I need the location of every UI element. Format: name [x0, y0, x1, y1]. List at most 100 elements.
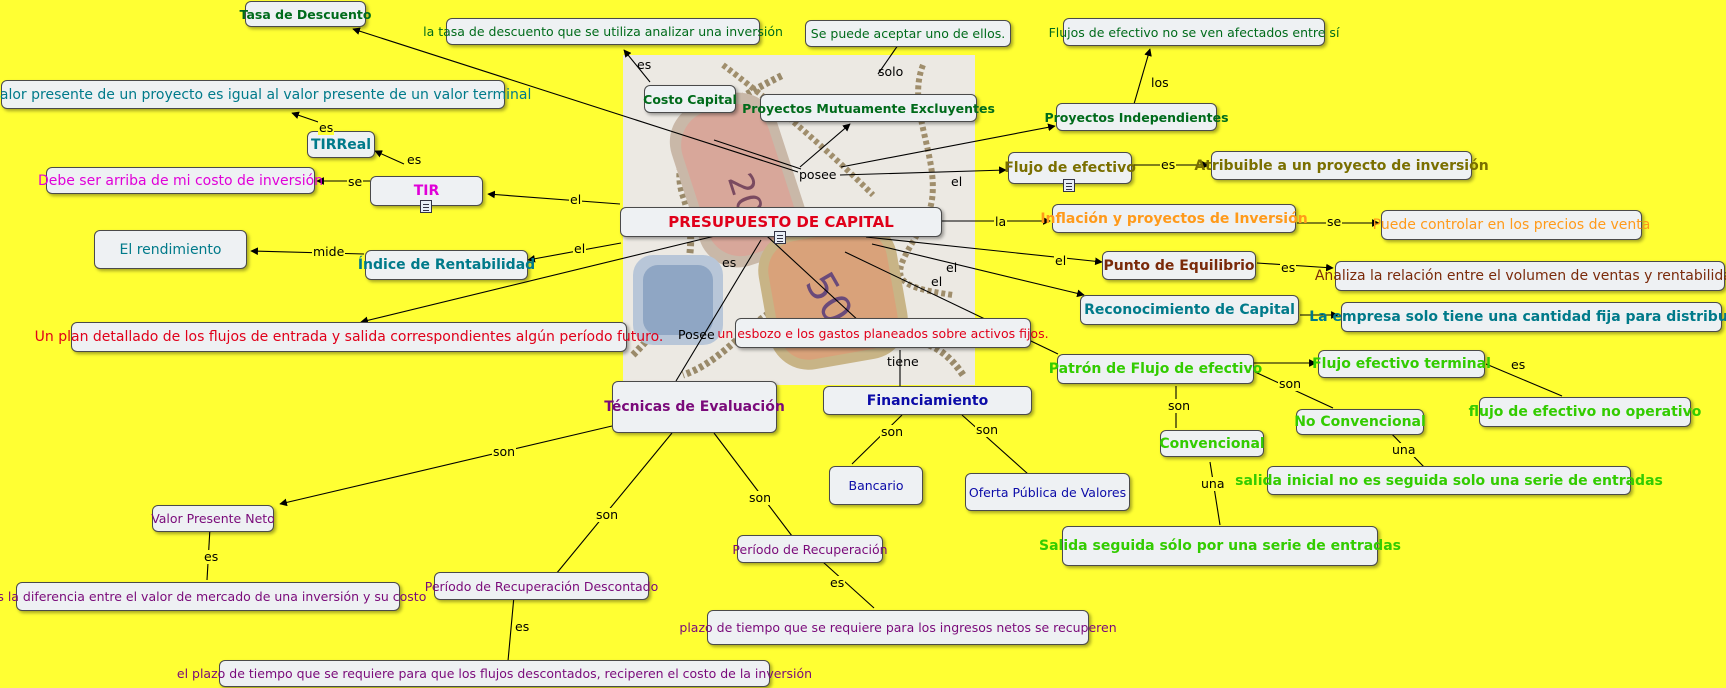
- node-tasa-de-descuento[interactable]: Tasa de Descuento: [240, 1, 371, 27]
- node-controlar-precios-label: Puede controlar en los precios de venta: [1372, 217, 1651, 233]
- link-label: una: [1391, 442, 1417, 457]
- document-icon[interactable]: [1063, 179, 1075, 192]
- link-label: son: [1278, 376, 1303, 391]
- node-controlar-precios[interactable]: Puede controlar en los precios de venta: [1373, 210, 1650, 240]
- node-aceptar-uno-label: Se puede aceptar uno de ellos.: [810, 26, 1006, 41]
- document-icon[interactable]: [774, 231, 786, 244]
- node-plan-detallado[interactable]: Un plan detallado de los flujos de entra…: [35, 322, 663, 352]
- node-punto-equilibrio-label: Punto de Equilibrio: [1103, 257, 1255, 274]
- node-esbozo-label: un esbozo e los gastos planeados sobre a…: [717, 325, 1049, 341]
- link-label: el: [931, 274, 943, 289]
- link-label: es: [1160, 157, 1177, 172]
- node-tasa-definicion[interactable]: la tasa de descuento que se utiliza anal…: [423, 18, 783, 45]
- link-label: es: [406, 152, 423, 167]
- node-analiza[interactable]: Analiza la relación entre el volumen de …: [1315, 261, 1726, 291]
- node-presupuesto-label: PRESUPUESTO DE CAPITAL: [668, 213, 894, 231]
- node-inflacion[interactable]: Inflación y proyectos de Inversión: [1040, 204, 1308, 233]
- node-vpn-definicion[interactable]: es la diferencia entre el valor de merca…: [0, 582, 426, 611]
- node-plazo-recuperen[interactable]: plazo de tiempo que se requiere para los…: [679, 610, 1117, 645]
- node-salida-seguida[interactable]: Salida seguida sólo por una serie de ent…: [1039, 526, 1401, 566]
- node-flujos-no-afectados[interactable]: Flujos de efectivo no se ven afectados e…: [1049, 18, 1339, 46]
- link-label: son: [880, 424, 905, 439]
- node-empresa-cantidad[interactable]: La empresa solo tiene una cantidad fija …: [1309, 302, 1726, 332]
- node-atribuible-label: Atribuible a un proyecto de inversión: [1194, 157, 1489, 174]
- link-label: Posee: [678, 327, 715, 342]
- node-reconocimiento-label: Reconocimiento de Capital: [1084, 302, 1295, 318]
- node-tirreal[interactable]: TIRReal: [307, 131, 375, 158]
- node-flujo-terminal[interactable]: Flujo efectivo terminal: [1312, 350, 1491, 378]
- node-el-rendimiento-label: El rendimiento: [119, 241, 222, 258]
- link-label: tiene: [887, 354, 919, 369]
- link-label: se: [347, 174, 364, 189]
- node-bancario[interactable]: Bancario: [829, 466, 923, 505]
- link-label: mide: [312, 244, 346, 259]
- node-mutuamente-excluyentes-label: Proyectos Mutuamente Excluyentes: [742, 100, 995, 116]
- node-tecnicas-evaluacion[interactable]: Técnicas de Evaluación: [604, 381, 785, 433]
- node-salida-seguida-label: Salida seguida sólo por una serie de ent…: [1039, 538, 1401, 554]
- node-valor-presente-neto[interactable]: Valor Presente Neto: [151, 505, 275, 532]
- node-aceptar-uno[interactable]: Se puede aceptar uno de ellos.: [805, 20, 1011, 47]
- node-costo-capital[interactable]: Costo Capital: [643, 85, 737, 113]
- node-tasa-de-descuento-label: Tasa de Descuento: [239, 6, 372, 22]
- link-label: es: [203, 549, 220, 564]
- node-punto-equilibrio[interactable]: Punto de Equilibrio: [1102, 251, 1256, 280]
- node-convencional-label: Convencional: [1159, 435, 1265, 452]
- node-no-operativo-label: flujo de efectivo no operativo: [1468, 404, 1702, 420]
- node-periodo-recuperacion[interactable]: Período de Recuperación: [732, 535, 888, 563]
- node-vp-terminal-label: el valor presente de un proyecto es igua…: [0, 86, 532, 103]
- link-label: el: [951, 174, 963, 189]
- link-label: son: [975, 422, 1000, 437]
- node-patron-flujo-label: Patrón de Flujo de efectivo: [1048, 361, 1263, 377]
- node-periodo-descontado[interactable]: Período de Recuperación Descontado: [425, 572, 658, 600]
- node-presupuesto-de-capital[interactable]: PRESUPUESTO DE CAPITAL: [620, 207, 942, 237]
- link-label: son: [492, 444, 517, 459]
- link-label: posee: [799, 167, 837, 182]
- node-financiamiento[interactable]: Financiamiento: [823, 386, 1032, 415]
- link-label: es: [514, 619, 531, 634]
- node-oferta-publica[interactable]: Oferta Pública de Valores: [965, 473, 1130, 511]
- node-oferta-publica-label: Oferta Pública de Valores: [968, 484, 1127, 500]
- node-debe-ser-label: Debe ser arriba de mi costo de inversión: [37, 172, 324, 189]
- node-vp-terminal[interactable]: el valor presente de un proyecto es igua…: [0, 80, 531, 109]
- node-debe-ser[interactable]: Debe ser arriba de mi costo de inversión: [38, 167, 323, 194]
- node-flujo-de-efectivo-label: Flujo de efectivo: [1004, 160, 1136, 176]
- node-empresa-cantidad-label: La empresa solo tiene una cantidad fija …: [1309, 309, 1726, 325]
- link-label: la: [994, 214, 1008, 229]
- node-periodo-recuperacion-label: Período de Recuperación: [732, 541, 888, 557]
- node-tirreal-label: TIRReal: [310, 136, 372, 153]
- node-el-rendimiento[interactable]: El rendimiento: [94, 230, 247, 269]
- node-atribuible[interactable]: Atribuible a un proyecto de inversión: [1194, 151, 1489, 180]
- node-indice-rentabilidad[interactable]: Índice de Rentabilidad: [358, 250, 535, 280]
- node-vpn-definicion-label: es la diferencia entre el valor de merca…: [0, 589, 427, 604]
- node-salida-inicial[interactable]: salida inicial no es seguida solo una se…: [1235, 466, 1663, 495]
- link-label: es: [1280, 260, 1297, 275]
- node-no-convencional-label: No Convencional: [1294, 414, 1426, 430]
- node-analiza-label: Analiza la relación entre el volumen de …: [1314, 268, 1726, 284]
- node-reconocimiento[interactable]: Reconocimiento de Capital: [1080, 295, 1299, 325]
- node-no-convencional[interactable]: No Convencional: [1294, 409, 1426, 435]
- node-proyectos-independientes[interactable]: Proyectos Independientes: [1044, 103, 1229, 131]
- link-label: es: [829, 575, 846, 590]
- document-icon[interactable]: [420, 200, 432, 213]
- node-bancario-label: Bancario: [848, 478, 904, 493]
- node-tir-label: TIR: [413, 183, 440, 199]
- node-esbozo[interactable]: un esbozo e los gastos planeados sobre a…: [717, 318, 1049, 348]
- link-label: se: [1326, 214, 1343, 229]
- link-label: son: [748, 490, 773, 505]
- node-mutuamente-excluyentes[interactable]: Proyectos Mutuamente Excluyentes: [742, 94, 995, 122]
- node-inflacion-label: Inflación y proyectos de Inversión: [1040, 210, 1308, 227]
- node-flujo-terminal-label: Flujo efectivo terminal: [1312, 356, 1491, 372]
- link-label: es: [637, 57, 652, 72]
- node-salida-inicial-label: salida inicial no es seguida solo una se…: [1235, 472, 1663, 489]
- link-label: el: [946, 260, 958, 275]
- node-flujo-de-efectivo[interactable]: Flujo de efectivo: [1004, 152, 1136, 184]
- node-costo-capital-label: Costo Capital: [643, 91, 737, 107]
- link-label: es: [1510, 357, 1527, 372]
- link-label: son: [1167, 398, 1192, 413]
- node-no-operativo[interactable]: flujo de efectivo no operativo: [1469, 397, 1701, 427]
- link-label: son: [595, 507, 620, 522]
- node-patron-flujo[interactable]: Patrón de Flujo de efectivo: [1049, 354, 1262, 384]
- node-plazo-descontados[interactable]: el plazo de tiempo que se requiere para …: [177, 660, 812, 687]
- node-convencional[interactable]: Convencional: [1159, 430, 1265, 457]
